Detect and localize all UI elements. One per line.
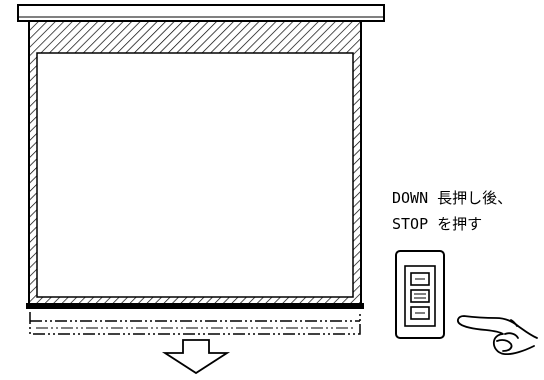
projector-screen-icon (17, 4, 385, 375)
screen-top-casing (17, 4, 385, 22)
remote-switch-icon (395, 250, 445, 339)
screen-extension-outline (29, 312, 361, 335)
instruction-line-2: STOP を押す (392, 215, 483, 233)
instruction-line-1: DOWN 長押し後、 (392, 189, 513, 207)
screen-surface (36, 52, 354, 298)
down-arrow-icon (161, 339, 231, 375)
stop-button (410, 289, 430, 303)
screen-bottom-bar (26, 303, 364, 309)
pointing-hand-icon (457, 315, 538, 356)
